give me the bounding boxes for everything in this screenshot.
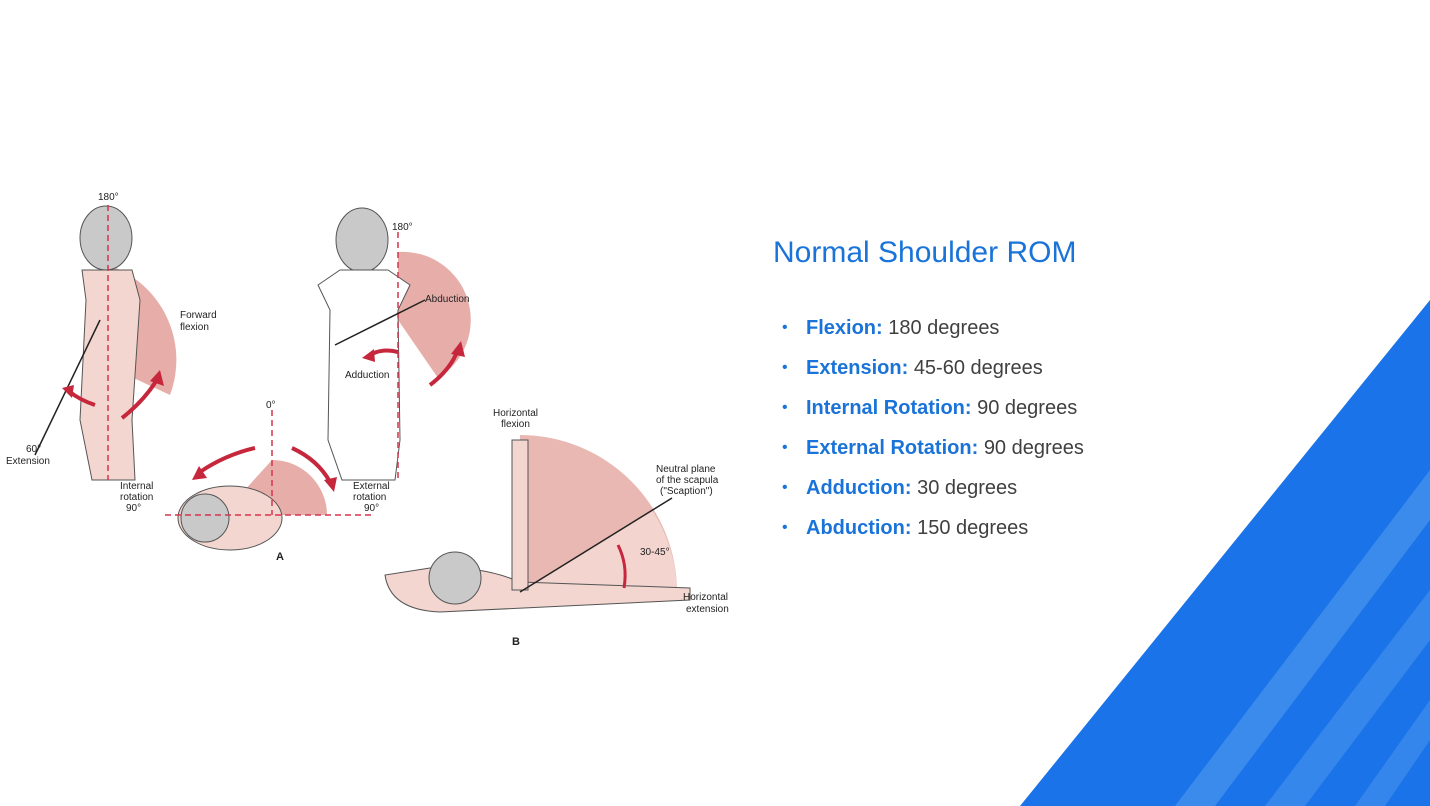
rom-list: • Flexion: 180 degrees • Extension: 45-6… <box>782 308 1084 548</box>
horizontal-arm <box>512 440 528 590</box>
label-forward-flexion-2: flexion <box>180 322 209 333</box>
label-forward-flexion-1: Forward <box>180 310 217 321</box>
flexion-figure <box>35 205 176 480</box>
abduction-sector <box>398 252 471 378</box>
list-item: • External Rotation: 90 degrees <box>782 428 1084 468</box>
label-neutral-1: Neutral plane <box>656 464 716 475</box>
label-extension-deg: 60° <box>26 444 41 455</box>
rom-value: 90 degrees <box>977 397 1077 419</box>
label-internal-3: 90° <box>126 503 141 514</box>
bullet-dot-icon: • <box>782 508 788 548</box>
list-item: • Abduction: 150 degrees <box>782 508 1084 548</box>
rom-value: 180 degrees <box>888 317 999 339</box>
label-horiz-ext-2: extension <box>686 604 729 615</box>
label-rotation-0: 0° <box>266 400 276 411</box>
rom-value: 30 degrees <box>917 477 1017 499</box>
rom-value: 45-60 degrees <box>914 357 1043 379</box>
list-item: • Extension: 45-60 degrees <box>782 348 1084 388</box>
bullet-dot-icon: • <box>782 308 788 348</box>
slide-title: Normal Shoulder ROM <box>773 236 1076 270</box>
bullet-dot-icon: • <box>782 468 788 508</box>
flexion-head <box>80 206 132 270</box>
label-neutral-2: of the scapula <box>656 475 719 486</box>
label-angle-range: 30-45° <box>640 547 670 558</box>
list-item: • Flexion: 180 degrees <box>782 308 1084 348</box>
rom-name: Internal Rotation: <box>806 397 972 419</box>
list-item: • Internal Rotation: 90 degrees <box>782 388 1084 428</box>
rotation-head <box>181 494 229 542</box>
label-adduction: Adduction <box>345 370 389 381</box>
flexion-body <box>80 270 140 480</box>
label-panel-a: A <box>276 551 284 563</box>
rom-value: 90 degrees <box>984 437 1084 459</box>
horizontal-head <box>429 552 481 604</box>
label-panel-b: B <box>512 636 520 648</box>
bullet-dot-icon: • <box>782 428 788 468</box>
label-abduction-180: 180° <box>392 222 413 233</box>
shoulder-rom-figure: 180° Forward flexion 60° Extension 180° … <box>0 180 740 660</box>
rom-value: 150 degrees <box>917 517 1028 539</box>
rom-name: Flexion: <box>806 317 883 339</box>
bullet-dot-icon: • <box>782 348 788 388</box>
label-abduction: Abduction <box>425 294 469 305</box>
rom-name: External Rotation: <box>806 437 978 459</box>
horizontal-figure <box>385 435 690 612</box>
label-external-2: rotation <box>353 492 386 503</box>
bullet-dot-icon: • <box>782 388 788 428</box>
label-external-1: External <box>353 481 390 492</box>
rom-name: Extension: <box>806 357 908 379</box>
abduction-figure <box>318 208 471 480</box>
label-horiz-flex-2: flexion <box>501 419 530 430</box>
label-horiz-flex-1: Horizontal <box>493 408 538 419</box>
label-extension: Extension <box>6 456 50 467</box>
rom-name: Abduction: <box>806 517 912 539</box>
list-item: • Adduction: 30 degrees <box>782 468 1084 508</box>
label-external-3: 90° <box>364 503 379 514</box>
external-arrow-head <box>324 477 337 492</box>
internal-rotation-arrow <box>200 448 255 472</box>
abduction-head <box>336 208 388 272</box>
label-internal-2: rotation <box>120 492 153 503</box>
label-neutral-3: ("Scaption") <box>660 486 713 497</box>
label-horiz-ext-1: Horizontal <box>683 592 728 603</box>
label-flexion-180: 180° <box>98 192 119 203</box>
label-internal-1: Internal <box>120 481 153 492</box>
rom-name: Adduction: <box>806 477 912 499</box>
